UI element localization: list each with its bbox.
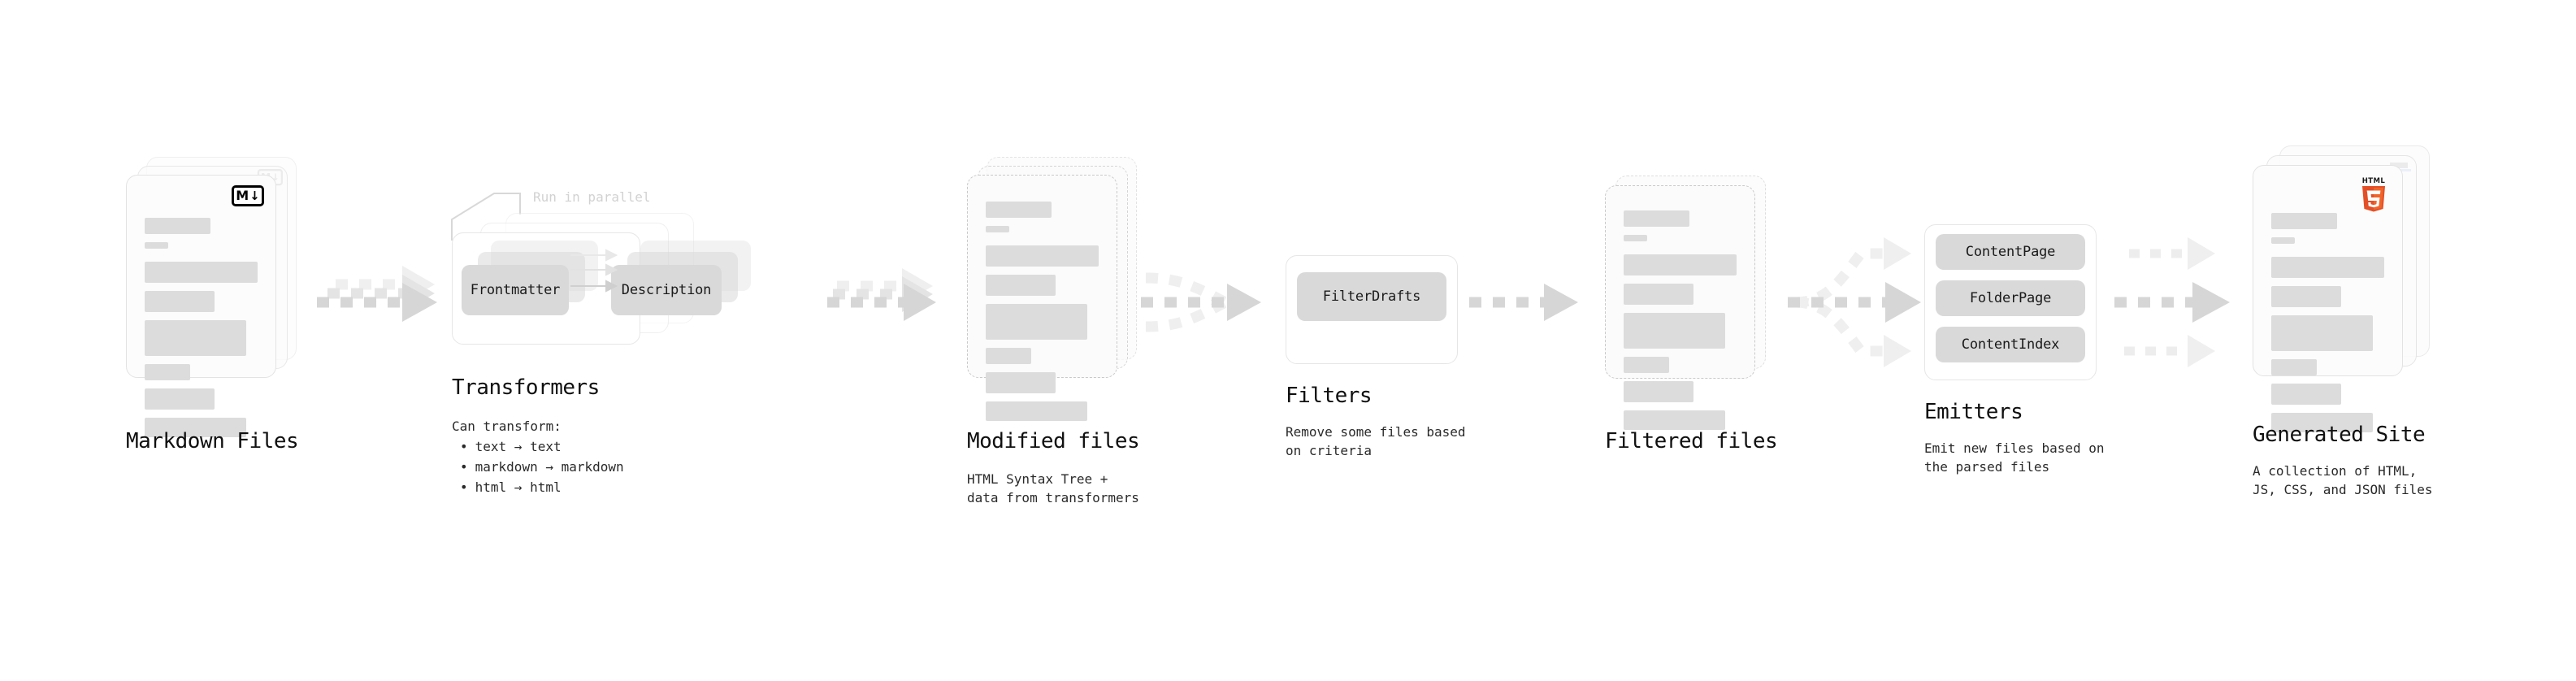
markdown-icon-letter: M xyxy=(236,188,249,203)
svg-text:HTML: HTML xyxy=(2362,177,2386,185)
skeleton-body xyxy=(986,202,1099,421)
filtered-files-title: Filtered files xyxy=(1605,429,1778,453)
skeleton-line xyxy=(986,304,1088,340)
html5-icon-glyph: HTML xyxy=(2362,177,2386,212)
filtered-card-stack xyxy=(1605,176,1767,430)
modified-card-front xyxy=(967,175,1117,421)
transformer-chip-frontmatter[interactable]: Frontmatter xyxy=(462,265,569,315)
transformers-caption-lead: Can transform: xyxy=(452,419,562,434)
parallel-bracket-icon xyxy=(451,193,521,241)
markdown-card-stack: M↓ M↓ M↓ xyxy=(126,157,297,437)
skeleton-body xyxy=(145,218,258,437)
stage-filtered-files xyxy=(1605,176,1767,430)
skeleton-line xyxy=(145,418,247,437)
skeleton-title xyxy=(2271,213,2337,229)
chip-label: ContentPage xyxy=(1965,244,2056,260)
skeleton-title xyxy=(1624,210,1689,227)
filters-caption: Remove some files based on criteria xyxy=(1286,424,1466,459)
arrow-filtered-to-emitters xyxy=(1788,237,1921,367)
filter-chip-filterdrafts[interactable]: FilterDrafts xyxy=(1297,272,1446,321)
filters-title: Filters xyxy=(1286,384,1373,408)
skeleton-line xyxy=(986,245,1099,267)
transformer-chip-description[interactable]: Description xyxy=(611,265,722,315)
chip-label: FilterDrafts xyxy=(1322,288,1421,305)
generated-card-front: HTML xyxy=(2253,165,2403,432)
markdown-icon: M↓ xyxy=(232,185,264,206)
modified-files-title: Modified files xyxy=(967,429,1140,453)
stage-modified-files xyxy=(967,157,1138,421)
skeleton-subtitle xyxy=(2271,237,2296,244)
skeleton-line xyxy=(986,372,1056,393)
skeleton-line xyxy=(1624,357,1669,373)
transformers-title: Transformers xyxy=(452,375,600,400)
skeleton-line xyxy=(1624,381,1694,402)
skeleton-line xyxy=(145,262,258,283)
arrow-emitters-to-generated xyxy=(2114,237,2230,367)
skeleton-subtitle xyxy=(986,226,1010,232)
skeleton-line xyxy=(2271,257,2384,278)
emitters-caption: Emit new files based on the parsed files xyxy=(1924,440,2105,475)
skeleton-line xyxy=(2271,384,2342,405)
transformers-bullet: markdown → markdown xyxy=(460,458,624,478)
skeleton-line xyxy=(145,291,215,312)
generated-site-title: Generated Site xyxy=(2253,423,2426,447)
skeleton-line xyxy=(986,401,1088,421)
transformers-bullet-list: text → text markdown → markdown html → h… xyxy=(460,437,624,497)
generated-card-stack: HTML xyxy=(2253,145,2430,432)
skeleton-line xyxy=(986,348,1031,364)
chip-label: Frontmatter xyxy=(470,282,561,298)
skeleton-body xyxy=(2271,213,2384,432)
skeleton-line xyxy=(1624,254,1737,275)
skeleton-line xyxy=(2271,286,2342,307)
skeleton-line xyxy=(2271,359,2317,375)
skeleton-line xyxy=(2271,315,2374,351)
emitters-title: Emitters xyxy=(1924,400,2023,424)
skeleton-line xyxy=(1624,284,1694,305)
html5-icon: HTML xyxy=(2358,176,2389,212)
skeleton-line xyxy=(1624,410,1726,430)
modified-files-caption: HTML Syntax Tree + data from transformer… xyxy=(967,471,1139,506)
markdown-card-front: M↓ xyxy=(126,175,276,437)
generated-site-caption: A collection of HTML, JS, CSS, and JSON … xyxy=(2253,463,2433,498)
skeleton-line xyxy=(145,320,247,356)
arrow-transformers-to-modified xyxy=(827,268,936,321)
skeleton-line xyxy=(986,275,1056,296)
skeleton-subtitle xyxy=(145,242,169,249)
emitter-chip-contentpage[interactable]: ContentPage xyxy=(1936,234,2085,270)
skeleton-body xyxy=(1624,210,1737,430)
chip-label: ContentIndex xyxy=(1961,336,2060,353)
stage-markdown-files: M↓ M↓ M↓ xyxy=(126,157,297,437)
arrow-modified-to-filters xyxy=(1141,272,1261,332)
transformer-inner-arrows-icon xyxy=(570,249,618,293)
transformers-bullet: html → html xyxy=(460,478,624,498)
skeleton-title xyxy=(986,202,1052,218)
skeleton-line xyxy=(145,388,215,410)
arrow-markdown-to-transformers xyxy=(317,266,437,322)
skeleton-line xyxy=(2271,413,2374,432)
skeleton-line xyxy=(1624,313,1726,349)
chip-label: FolderPage xyxy=(1969,290,2052,306)
stage-generated-site: HTML xyxy=(2253,145,2430,432)
emitter-chip-folderpage[interactable]: FolderPage xyxy=(1936,280,2085,316)
markdown-files-title: Markdown Files xyxy=(126,429,299,453)
modified-card-stack xyxy=(967,157,1138,421)
skeleton-subtitle xyxy=(1624,235,1648,241)
transformers-bullet: text → text xyxy=(460,437,624,458)
emitter-chip-contentindex[interactable]: ContentIndex xyxy=(1936,327,2085,362)
run-in-parallel-note: Run in parallel xyxy=(533,189,651,205)
skeleton-title xyxy=(145,218,210,234)
arrow-filters-to-filtered xyxy=(1469,284,1578,321)
skeleton-line xyxy=(145,364,190,380)
chip-label: Description xyxy=(621,282,712,298)
filtered-card-front xyxy=(1605,185,1755,430)
markdown-icon-arrow: ↓ xyxy=(249,188,260,203)
